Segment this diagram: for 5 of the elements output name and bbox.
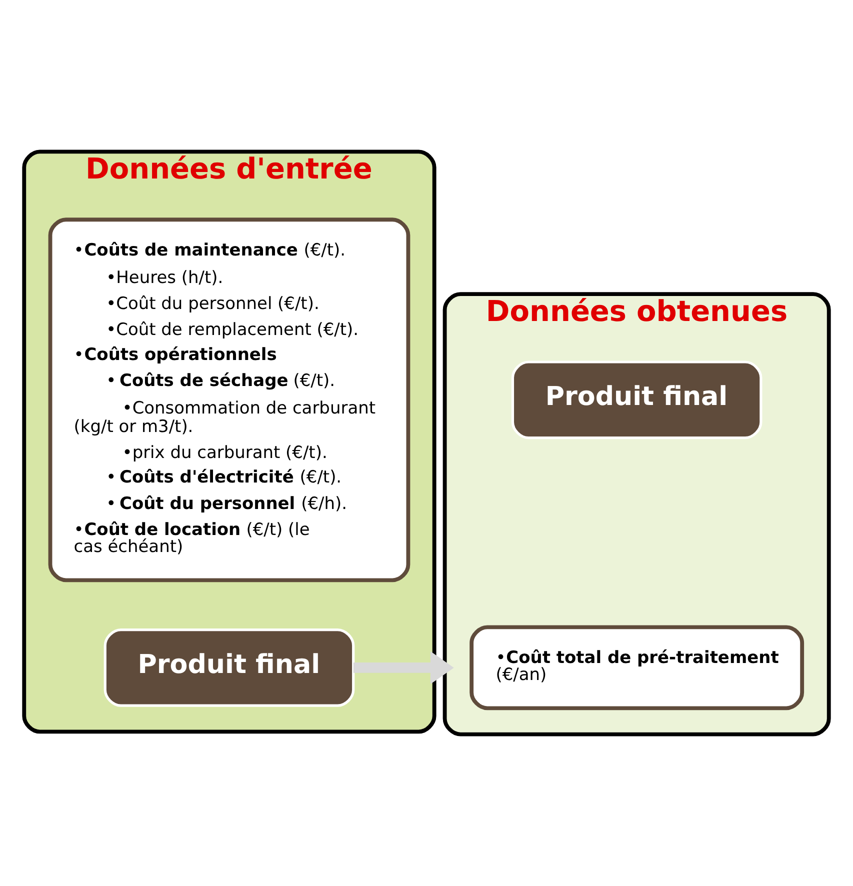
node-box: •Coût total de pré-traitement (€/an) bbox=[470, 625, 804, 710]
node-box: Produit final bbox=[104, 628, 355, 707]
node-box: Produit final bbox=[511, 360, 762, 440]
node-box: •Coûts de maintenance (€/t). •Heures (h/t). •Coût du personnel (€/t). •Coût de remplacement (€/t). •Coûts opérationnels •Coûts de séchage (€/t). •Consommation de carburant (kg/t or m3/t). •prix du carburant (€/t). •Coûts d'électricité (€/t). •Coût du personnel (€/h). •Coût de location (€/t) (le cas échéant) bbox=[48, 218, 410, 582]
arrow bbox=[353, 651, 454, 684]
